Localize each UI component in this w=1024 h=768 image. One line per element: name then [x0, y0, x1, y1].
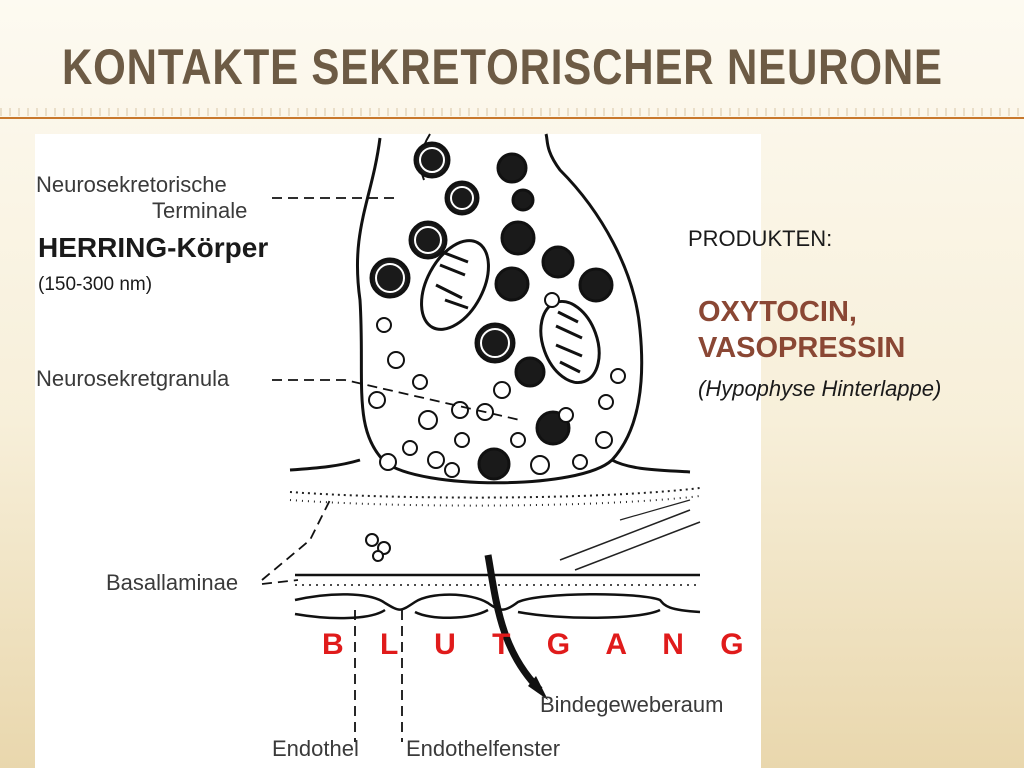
- title-rule: [0, 117, 1024, 119]
- diagram-panel: [35, 134, 761, 768]
- herring-size: (150-300 nm): [38, 274, 153, 295]
- connective-streak-2: [574, 521, 701, 571]
- title-texture: [0, 108, 1024, 116]
- terminal-label-line2: Terminale: [152, 198, 248, 223]
- products-location: (Hypophyse Hinterlappe): [698, 376, 942, 401]
- bindegewebe-label: Bindegeweberaum: [540, 692, 724, 717]
- leader-granula: [272, 379, 521, 421]
- slide-title: KONTAKTE SEKRETORISCHER NEURONE: [62, 39, 943, 95]
- mitochondrion-1: [420, 239, 490, 331]
- terminal-outline: [356, 133, 644, 485]
- blutgang-label: B L U T G A N G: [322, 628, 758, 661]
- endothel-cells-bottom: [294, 608, 661, 620]
- terminal-label-line1: Neurosekretorische: [36, 172, 227, 197]
- leader-lines: [261, 197, 521, 742]
- secretion-arrowhead: [528, 676, 548, 700]
- terminal-base: [289, 458, 691, 474]
- granula-label: Neurosekretgranula: [36, 366, 230, 391]
- secretion-arrow: [484, 554, 543, 693]
- light-granules: [365, 292, 626, 562]
- leader-basallaminae-2: [261, 579, 299, 585]
- connective-streak-3: [619, 499, 691, 521]
- endothelfenster-label: Endothelfenster: [406, 736, 561, 761]
- products-list: OXYTOCIN, VASOPRESSIN: [698, 294, 905, 366]
- herring-body-label: HERRING-Körper: [38, 232, 269, 263]
- products-heading: PRODUKTEN:: [688, 226, 833, 251]
- dark-granule-rims: [375, 147, 510, 358]
- endothel-label: Endothel: [272, 736, 359, 761]
- basallaminae-label: Basallaminae: [106, 570, 239, 595]
- endothel-cells: [294, 592, 701, 614]
- product-vasopressin: VASOPRESSIN: [698, 332, 906, 364]
- leader-basallaminae-1: [261, 499, 331, 581]
- mitochondrion-1-cristae: [435, 250, 469, 310]
- mitochondrion-2-cristae: [555, 310, 583, 374]
- product-oxytocin: OXYTOCIN,: [698, 296, 857, 328]
- connective-streak-1: [559, 509, 691, 561]
- basallamina-upper: [289, 487, 701, 499]
